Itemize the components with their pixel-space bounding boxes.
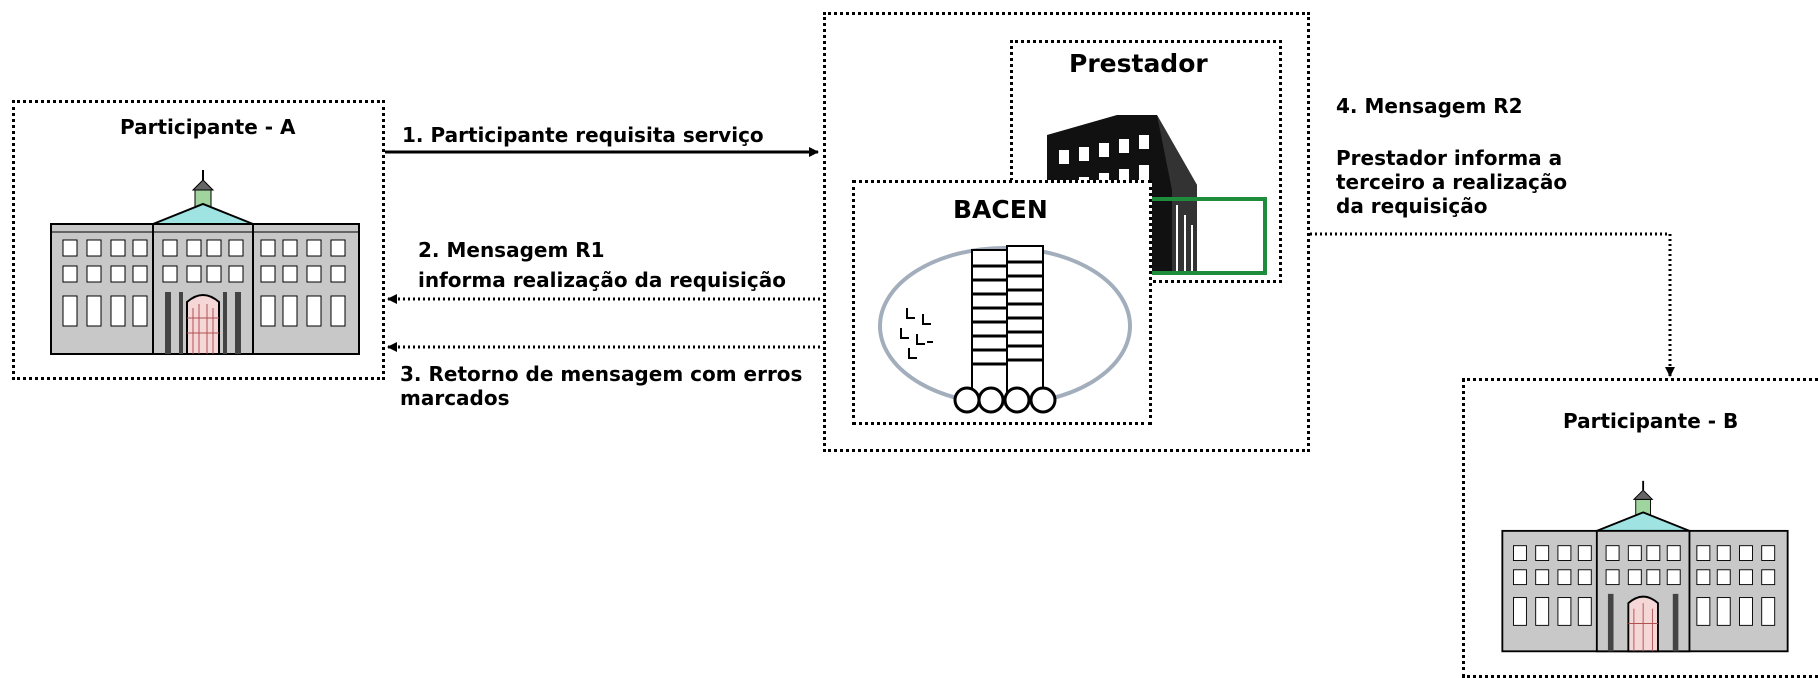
bacen-title: BACEN [953,195,1048,224]
bacen-box: BACEN [852,180,1152,425]
participant-a-box: Participante - A [12,100,385,380]
step4-desc: Prestador informa a terceiro a realizaçã… [1336,146,1568,218]
step2-title: 2. Mensagem R1 [418,238,605,262]
step2-desc: informa realização da requisição [418,268,786,292]
school-building-icon [50,170,360,355]
participant-b-title: Participante - B [1563,409,1739,433]
connector-arrows [385,147,1675,377]
school-building-icon [1501,480,1789,653]
arrow-step4 [1310,232,1675,377]
step4-title: 4. Mensagem R2 [1336,94,1523,118]
bacen-building-icon [878,245,1132,414]
step1-label: 1. Participante requisita serviço [402,123,764,147]
participant-a-title: Participante - A [120,115,296,139]
participant-b-box: Participante - B [1462,378,1818,678]
step3-label: 3. Retorno de mensagem com erros marcado… [400,362,803,410]
prestador-title: Prestador [1069,49,1208,78]
